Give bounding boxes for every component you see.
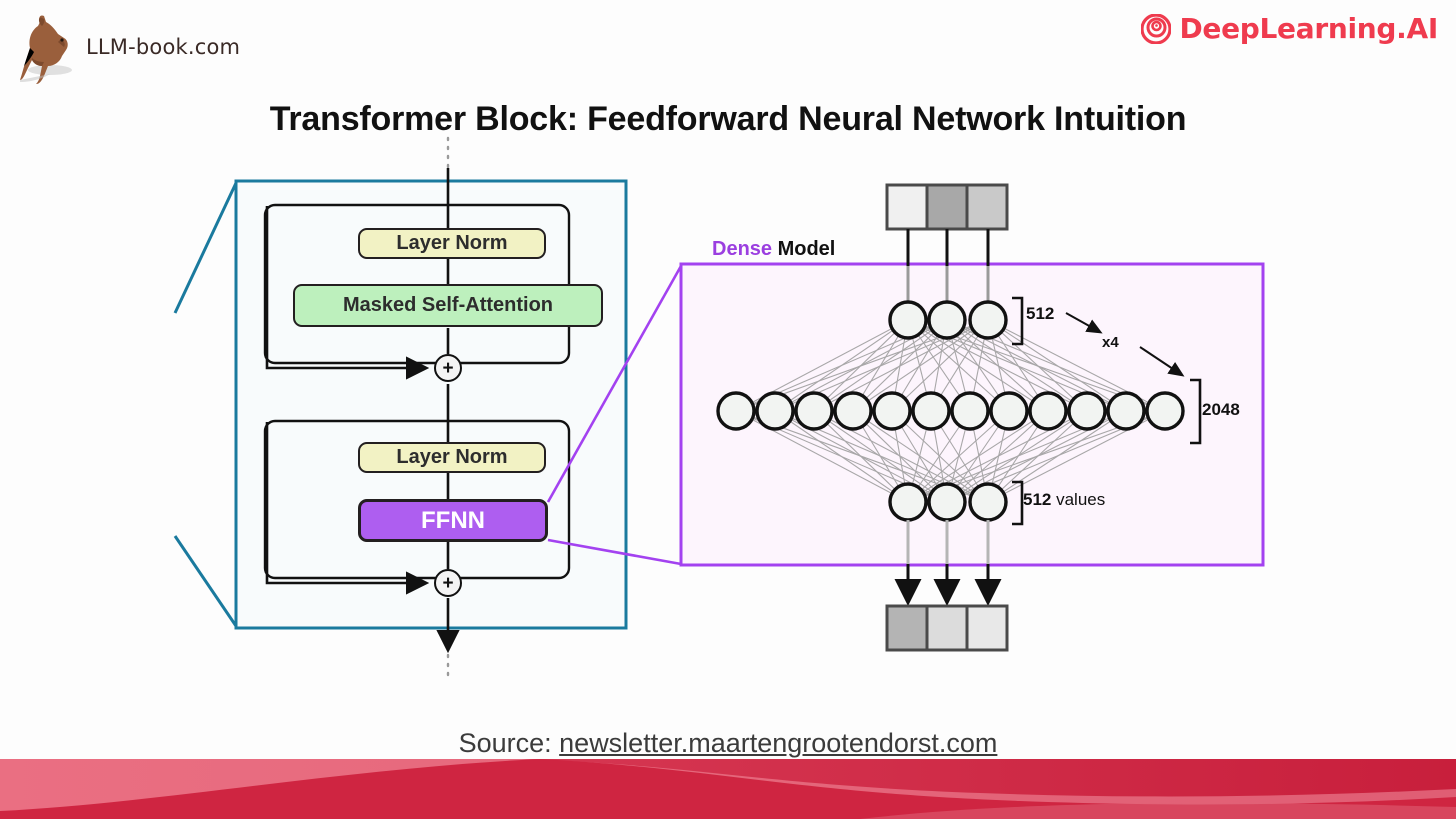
deeplearning-spiral-icon [1140, 12, 1173, 45]
deeplearning-label: DeepLearning.AI [1179, 12, 1438, 45]
neuron-nodes-input [888, 300, 1008, 340]
source-prefix: Source: [458, 728, 560, 758]
layer-norm-box-2[interactable]: Layer Norm [358, 442, 546, 473]
dense-model-title: Dense Model [712, 238, 835, 261]
output-token-cells [885, 604, 1009, 652]
input-token-cells [885, 183, 1009, 231]
source-url[interactable]: newsletter.maartengrootendorst.com [559, 728, 998, 758]
masked-self-attention-box[interactable]: Masked Self-Attention [293, 284, 603, 327]
deeplearning-logo[interactable]: DeepLearning.AI [1140, 12, 1438, 45]
ffnn-box[interactable]: FFNN [358, 499, 548, 542]
layer-norm-label-2: Layer Norm [396, 446, 508, 468]
footer-decorative-band [0, 759, 1456, 819]
output-dim-value: 512 [1023, 490, 1052, 509]
neuron-nodes-hidden [716, 391, 1185, 431]
input-cell-connectors [906, 229, 990, 266]
dense-model-accent: Dense [712, 238, 773, 260]
expansion-factor-label: x4 [1102, 334, 1119, 351]
output-cell-connectors [894, 564, 1002, 606]
input-dim-label: 512 [1026, 304, 1055, 323]
expansion-arrow [1065, 312, 1185, 377]
page-title: Transformer Block: Feedforward Neural Ne… [269, 100, 1187, 138]
hidden-dim-label: 2048 [1202, 400, 1240, 419]
layer-norm-box-1[interactable]: Layer Norm [358, 228, 546, 259]
output-dim-unit: values [1051, 490, 1106, 509]
plus-icon-2: + [442, 572, 454, 594]
dense-model-rest: Model [772, 238, 836, 260]
source-line: Source: newsletter.maartengrootendorst.c… [0, 728, 1456, 759]
output-dim-label: 512 values [1023, 490, 1105, 510]
residual-add-node-1: + [434, 354, 462, 382]
neuron-nodes-output [888, 482, 1008, 522]
residual-add-node-2: + [434, 569, 462, 597]
input-cell-connectors-gray [906, 266, 990, 302]
layer-norm-label-1: Layer Norm [396, 232, 508, 254]
plus-icon-1: + [442, 357, 454, 379]
zoom-connector-lines [546, 265, 683, 566]
dimension-brackets [1012, 296, 1202, 526]
masked-self-attention-label: Masked Self-Attention [342, 294, 554, 316]
llm-book-label: LLM-book.com [86, 35, 241, 59]
kangaroo-icon [14, 8, 80, 86]
output-cell-connectors-gray [906, 520, 990, 564]
main-flow-lines [265, 168, 460, 654]
llm-book-logo[interactable]: LLM-book.com [14, 8, 240, 86]
ffnn-label: FFNN [421, 506, 485, 534]
